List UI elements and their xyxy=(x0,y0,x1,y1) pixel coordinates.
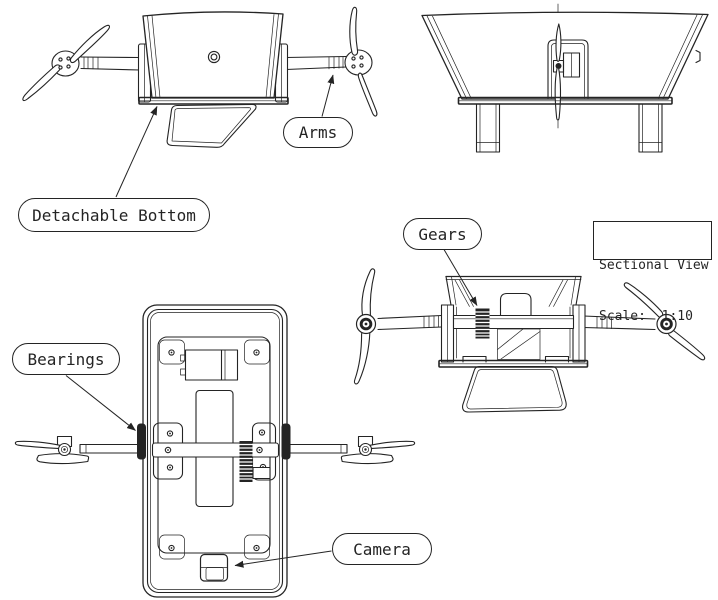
camera-module xyxy=(199,553,229,582)
front-left-arm xyxy=(80,56,141,71)
callout-bearings: Bearings xyxy=(12,343,120,375)
side-body xyxy=(421,11,709,100)
corner-bracket-bottom-right xyxy=(244,534,270,560)
right-bearing xyxy=(281,423,291,460)
corner-bracket-top-right xyxy=(244,339,270,365)
gears-leader-line xyxy=(443,249,478,306)
bottom-gear xyxy=(239,441,271,482)
bottom-view xyxy=(14,304,416,598)
title-block: Sectional View Scale: 1:10 xyxy=(593,221,712,324)
side-motor-pod xyxy=(547,39,589,99)
camera-leader-line xyxy=(234,550,332,568)
front-left-propeller xyxy=(22,24,111,102)
callout-camera: Camera xyxy=(332,533,432,565)
side-rotor xyxy=(554,23,562,121)
callout-detachable-bottom: Detachable Bottom xyxy=(18,198,210,232)
callout-gears: Gears xyxy=(403,218,482,250)
side-legs xyxy=(475,103,663,153)
drive-shaft xyxy=(151,442,280,458)
front-view xyxy=(22,6,378,148)
front-detachable-bottom xyxy=(166,103,257,148)
sectional-shaft xyxy=(452,314,575,330)
front-body xyxy=(137,11,289,105)
front-right-arm xyxy=(285,55,347,71)
callout-bearings-label: Bearings xyxy=(27,349,105,369)
sectional-hatching xyxy=(497,328,541,360)
corner-bracket-bottom-left xyxy=(159,534,185,560)
sectional-body xyxy=(440,275,586,363)
bottom-right-propeller xyxy=(289,435,416,465)
bottom-left-propeller xyxy=(14,435,139,465)
bearings-leader-line xyxy=(65,375,136,431)
corner-bracket-top-left xyxy=(159,339,185,365)
battery xyxy=(180,349,239,381)
arms-leader-line xyxy=(321,74,335,117)
sectional-detachable-bottom xyxy=(462,365,567,413)
sectional-view xyxy=(353,268,706,413)
callout-arms: Arms xyxy=(283,117,353,148)
callout-arms-label: Arms xyxy=(298,123,338,142)
callout-camera-label: Camera xyxy=(353,539,411,559)
left-bearing xyxy=(137,423,146,460)
front-center-hole xyxy=(207,50,221,64)
sectional-right-arm xyxy=(582,315,656,331)
sectional-right-propeller xyxy=(623,282,706,361)
title-block-scale: Scale: 1:10 xyxy=(599,309,693,324)
side-view xyxy=(421,3,709,153)
side-body-base xyxy=(457,96,673,105)
sectional-left-arm xyxy=(377,314,443,331)
leader-lines xyxy=(65,74,478,568)
callout-detachable-bottom-label: Detachable Bottom xyxy=(32,205,196,225)
detachable-bottom-leader-line xyxy=(115,106,158,198)
callout-gears-label: Gears xyxy=(418,224,467,244)
sectional-gear xyxy=(475,308,490,339)
front-right-propeller xyxy=(344,6,378,117)
title-block-view-name: Sectional View xyxy=(599,258,709,273)
sectional-left-propeller xyxy=(353,268,377,385)
